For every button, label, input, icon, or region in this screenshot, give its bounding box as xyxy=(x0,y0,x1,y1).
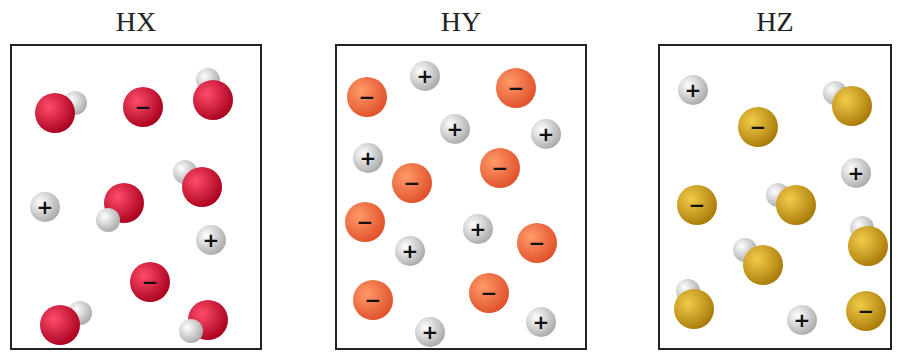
hz-molecules xyxy=(674,81,888,329)
charge-sign: + xyxy=(422,322,439,342)
charge-sign: − xyxy=(492,158,509,178)
charge-sign: + xyxy=(417,66,434,86)
box-title: HX xyxy=(12,6,260,38)
charge-sign: + xyxy=(203,230,220,250)
charge-sign: + xyxy=(447,119,464,139)
charge-sign: − xyxy=(365,290,382,310)
charge-sign: + xyxy=(848,163,865,183)
charge-sign: + xyxy=(402,241,419,261)
box-title: HZ xyxy=(660,6,890,38)
box-title: HY xyxy=(337,6,585,38)
charge-sign: + xyxy=(533,312,550,332)
hx-molecules xyxy=(35,68,233,345)
charge-sign: + xyxy=(360,148,377,168)
charge-sign: − xyxy=(481,283,498,303)
charge-sign: + xyxy=(794,310,811,330)
charge-sign: + xyxy=(37,197,54,217)
charge-sign: − xyxy=(750,117,767,137)
hz-ions xyxy=(677,75,886,335)
charge-sign: − xyxy=(858,301,875,321)
charge-sign: + xyxy=(685,80,702,100)
charge-sign: − xyxy=(529,233,546,253)
charge-sign: + xyxy=(538,124,555,144)
hy-ions xyxy=(345,61,561,347)
charge-sign: − xyxy=(404,173,421,193)
charge-sign: − xyxy=(357,212,374,232)
charge-sign: − xyxy=(359,87,376,107)
charge-sign: − xyxy=(135,97,152,117)
hx-ions xyxy=(30,87,226,302)
charge-sign: − xyxy=(508,78,525,98)
charge-sign: − xyxy=(142,272,159,292)
charge-sign: + xyxy=(470,219,487,239)
charge-sign: − xyxy=(689,195,706,215)
